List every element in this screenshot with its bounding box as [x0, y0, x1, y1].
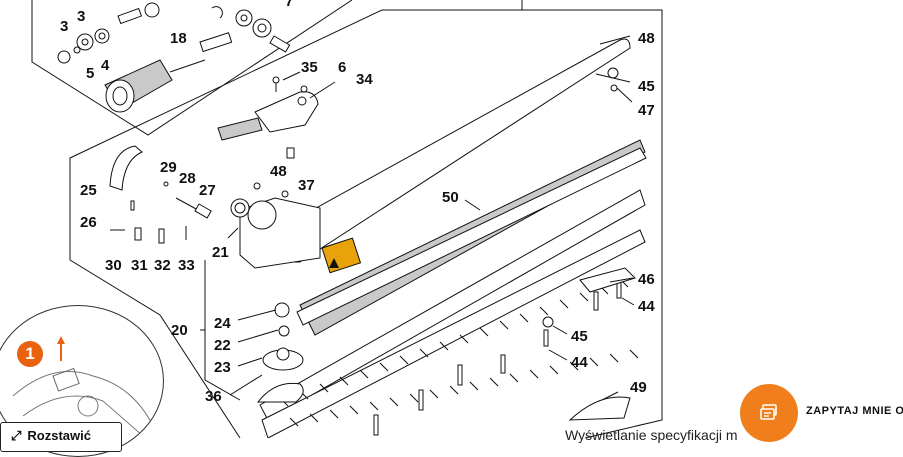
part-label-30: 30	[105, 257, 122, 274]
part-label-33: 33	[178, 257, 195, 274]
handle-cap	[217, 76, 319, 159]
thumbnail-sketch	[12, 336, 154, 437]
part-label-7: 7	[285, 0, 293, 10]
expand-button[interactable]: ⤢ Rozstawić	[0, 422, 122, 452]
part-label-21: 21	[212, 244, 229, 261]
part-label-3b: 3	[77, 8, 85, 25]
part-label-23: 23	[214, 359, 231, 376]
part-label-47: 47	[638, 102, 655, 119]
part-label-49: 49	[630, 379, 647, 396]
spec-display-text: Wyświetlanie specyfikacji m	[565, 427, 738, 443]
part-label-37: 37	[298, 177, 315, 194]
leader-lines	[200, 35, 635, 401]
chat-bubble-icon	[760, 404, 777, 420]
part-label-31: 31	[131, 257, 148, 274]
part-label-35: 35	[301, 59, 318, 76]
part-label-20: 20	[171, 322, 188, 339]
part-label-5: 5	[86, 65, 94, 82]
part-label-6: 6	[338, 59, 346, 76]
part-label-44-bottom: 44	[571, 354, 588, 371]
part-label-34: 34	[356, 71, 373, 88]
part-label-50: 50	[442, 189, 459, 206]
main-frame	[382, 9, 663, 438]
chat-widget-label[interactable]: ZAPYTAJ MNIE O	[806, 405, 903, 417]
exploded-parts-diagram: 3 3 7 5 4 18 35 6 34 48 45 47 29 28 27 2…	[31, 0, 663, 438]
part-label-46: 46	[638, 271, 655, 288]
part-label-4: 4	[101, 57, 110, 74]
cutter-blades	[259, 189, 646, 438]
expand-arrows-icon: ⤢	[11, 428, 22, 443]
step-badge: 1	[17, 341, 43, 367]
upper-left-parts	[57, 2, 291, 113]
part-label-22: 22	[214, 337, 231, 354]
part-label-24: 24	[214, 315, 231, 332]
part-label-25: 25	[80, 182, 97, 199]
part-label-26: 26	[80, 214, 97, 231]
left-frame	[69, 9, 383, 438]
expand-button-label: Rozstawić	[27, 428, 91, 443]
part-label-45-top: 45	[638, 78, 655, 95]
warning-decal	[321, 237, 362, 274]
gear-housing	[230, 197, 321, 269]
part-label-44-right: 44	[638, 298, 655, 315]
blade-bar	[239, 38, 647, 336]
washers-and-screws	[253, 67, 636, 436]
top-frame-edge	[382, 0, 523, 11]
part-label-48-mid: 48	[270, 163, 287, 180]
part-label-28: 28	[179, 170, 196, 187]
part-label-27: 27	[199, 182, 216, 199]
part-label-29: 29	[160, 159, 177, 176]
chat-widget-button[interactable]	[740, 384, 798, 442]
part-label-45-bottom: 45	[571, 328, 588, 345]
upper-left-frame	[31, 0, 353, 136]
part-label-48-top: 48	[638, 30, 655, 47]
part-label-32: 32	[154, 257, 171, 274]
part-label-3a: 3	[60, 18, 68, 35]
part-label-18: 18	[170, 30, 187, 47]
part-label-36: 36	[205, 388, 222, 405]
left-small-parts	[109, 145, 212, 244]
